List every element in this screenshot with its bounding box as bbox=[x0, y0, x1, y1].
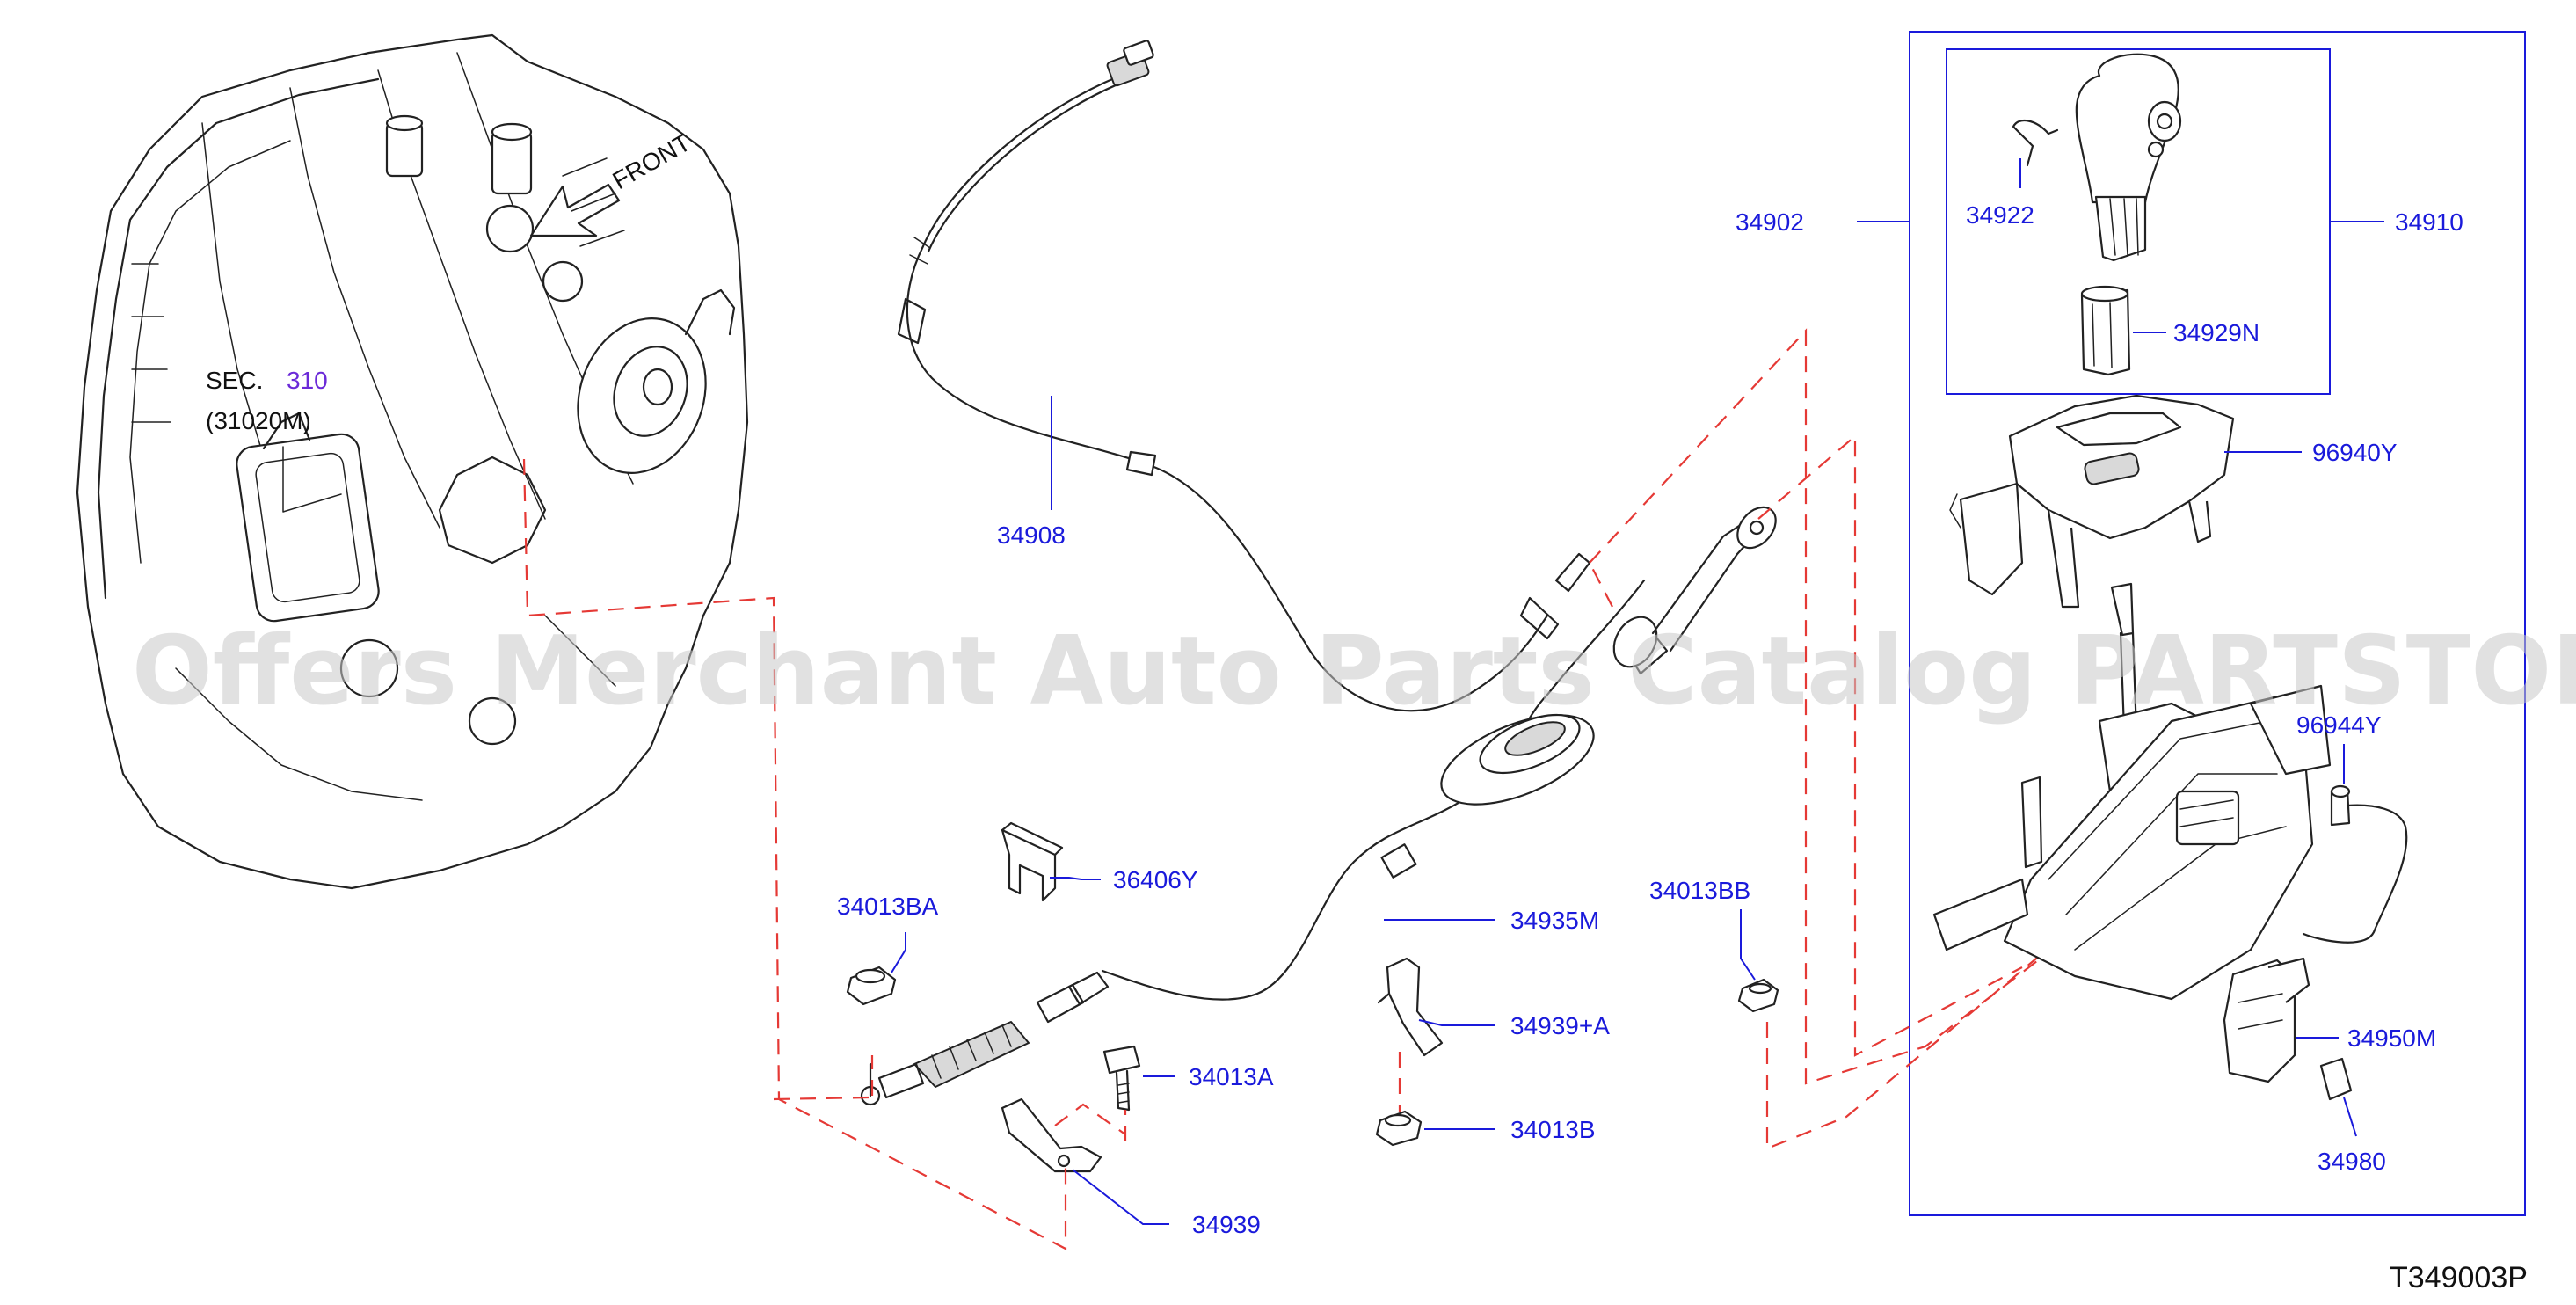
section-reference: SEC. 310 (31020M) bbox=[206, 367, 342, 513]
leader-34980 bbox=[2343, 1097, 2357, 1137]
leader-34013BA bbox=[891, 932, 906, 973]
lower-control-cable bbox=[860, 506, 1777, 1106]
part-34922-clip bbox=[2012, 119, 2059, 167]
leader-34939 bbox=[1072, 1169, 1169, 1225]
part-34013BA-nut bbox=[846, 966, 897, 1006]
part-34013B[interactable]: 34013B bbox=[1510, 1116, 1596, 1143]
part-34013BB-nut bbox=[1737, 978, 1779, 1013]
front-arrow-icon bbox=[529, 183, 621, 237]
part-34013A[interactable]: 34013A bbox=[1189, 1063, 1274, 1090]
part-34939A-bracket bbox=[1377, 957, 1444, 1057]
upper-control-cable bbox=[897, 40, 1591, 712]
part-34902[interactable]: 34902 bbox=[1736, 208, 1804, 236]
part-34908[interactable]: 34908 bbox=[997, 521, 1066, 549]
catalog-watermark: Offers Merchant Auto Parts Catalog PARTS… bbox=[132, 616, 2576, 726]
leader-34013BB bbox=[1740, 909, 1756, 981]
shifter-base-assembly bbox=[1932, 582, 2332, 1001]
part-34950M[interactable]: 34950M bbox=[2347, 1024, 2436, 1052]
part-34929N-sleeve bbox=[2080, 285, 2131, 376]
part-36406Y[interactable]: 36406Y bbox=[1113, 866, 1198, 893]
part-36406Y-clip bbox=[1001, 821, 1064, 902]
shift-knob-assembly bbox=[2075, 53, 2182, 262]
part-34935M[interactable]: 34935M bbox=[1510, 907, 1599, 934]
part-34910[interactable]: 34910 bbox=[2395, 208, 2463, 236]
part-96944Y-bulb bbox=[2302, 784, 2408, 944]
part-34980-pad bbox=[2319, 1057, 2353, 1101]
part-34013BA[interactable]: 34013BA bbox=[837, 893, 939, 920]
part-34939-bracket bbox=[1001, 1097, 1102, 1173]
section-prefix: SEC. bbox=[206, 367, 263, 394]
part-34980[interactable]: 34980 bbox=[2318, 1148, 2386, 1175]
part-96940Y-finisher bbox=[1949, 394, 2235, 609]
part-34013B-nut bbox=[1375, 1110, 1423, 1147]
shifter-assembly-box bbox=[1909, 31, 2526, 1216]
assembly-guide-lines bbox=[522, 328, 2076, 1250]
part-34013BB[interactable]: 34013BB bbox=[1649, 877, 1750, 904]
part-34950M-solenoid bbox=[2223, 957, 2310, 1083]
part-34939A[interactable]: 34939+A bbox=[1510, 1012, 1610, 1039]
part-34929N[interactable]: 34929N bbox=[2173, 319, 2259, 346]
diagram-code: T349003P bbox=[2390, 1261, 2528, 1294]
part-96944Y[interactable]: 96944Y bbox=[2296, 711, 2382, 739]
transmission-illustration bbox=[76, 33, 749, 890]
part-96940Y[interactable]: 96940Y bbox=[2312, 439, 2398, 466]
part-34939[interactable]: 34939 bbox=[1192, 1211, 1261, 1238]
section-subref: (31020M) bbox=[206, 407, 311, 434]
section-number[interactable]: 310 bbox=[287, 367, 328, 394]
leader-36406Y bbox=[1050, 877, 1101, 880]
part-34013A-bolt bbox=[1102, 1045, 1141, 1112]
part-34922[interactable]: 34922 bbox=[1966, 201, 2034, 229]
leader-34939A bbox=[1418, 1019, 1495, 1026]
